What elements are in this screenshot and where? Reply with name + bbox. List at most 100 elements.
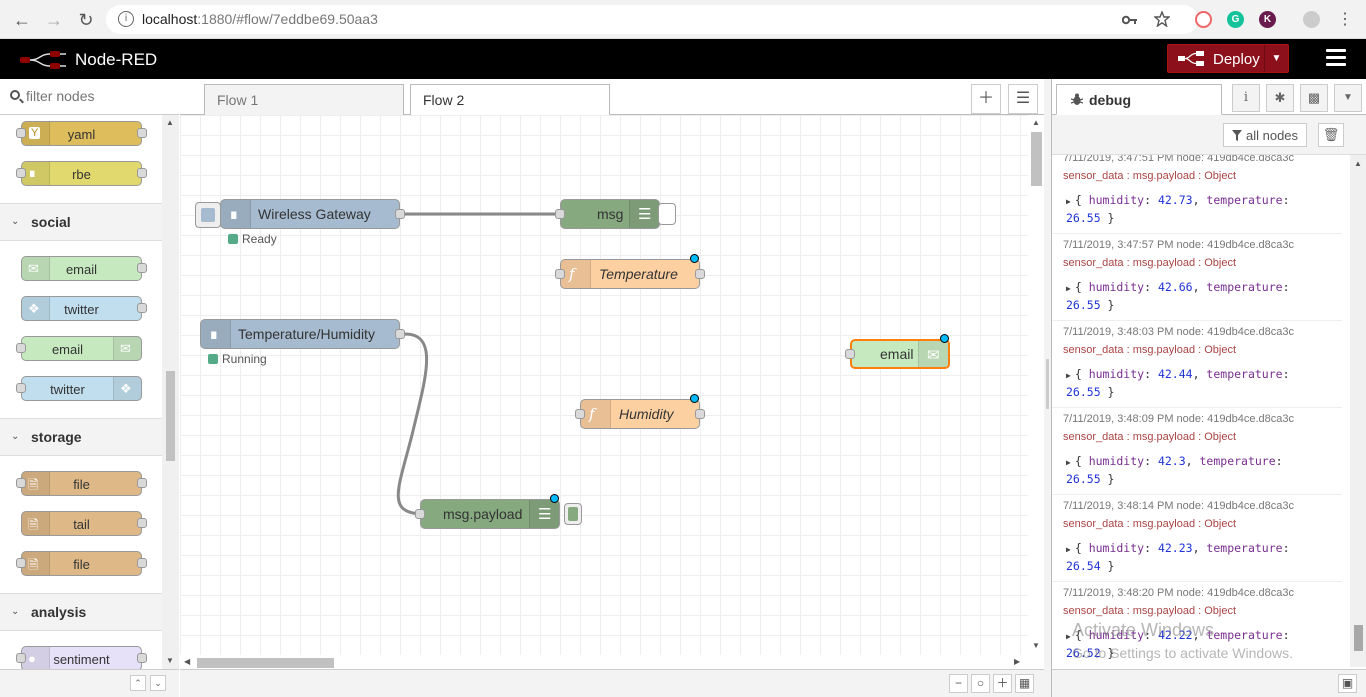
debug-toggle-button[interactable]	[564, 503, 582, 525]
input-port[interactable]	[575, 409, 585, 419]
canvas-horizontal-thumb[interactable]	[197, 658, 334, 668]
extension-k-icon[interactable]: K	[1259, 11, 1276, 28]
wire	[396, 332, 428, 516]
node-email-out[interactable]: email ✉	[850, 339, 950, 369]
scroll-down-icon[interactable]: ▼	[1032, 641, 1040, 650]
main-menu-icon[interactable]	[1326, 49, 1346, 69]
zoom-out-icon[interactable]: −	[949, 674, 968, 693]
debug-message[interactable]: 7/11/2019, 3:48:14 PM node: 419db4ce.d8c…	[1052, 495, 1342, 582]
input-port[interactable]	[845, 349, 855, 359]
inject-button[interactable]	[195, 202, 221, 228]
debug-scroll-thumb[interactable]	[1354, 625, 1363, 651]
node-msg-debug[interactable]: msg ☰	[560, 199, 660, 229]
canvas-vertical-scrollbar[interactable]: ▲ ▼	[1028, 115, 1044, 655]
input-port[interactable]	[555, 269, 565, 279]
message-payload[interactable]: ▶{ humidity: 42.3, temperature:26.55 }	[1066, 454, 1283, 486]
category-storage[interactable]: ⌄ storage	[0, 418, 162, 456]
dashboard-tab-icon[interactable]: ▩	[1300, 84, 1328, 112]
debug-toggle-button[interactable]	[658, 203, 676, 225]
tab-debug[interactable]: debug	[1056, 84, 1222, 115]
back-icon[interactable]: ←	[13, 10, 31, 30]
node-humidity-function[interactable]: f Humidity	[580, 399, 700, 429]
canvas-vertical-thumb[interactable]	[1031, 132, 1042, 186]
debug-message[interactable]: 7/11/2019, 3:47:57 PM node: 419db4ce.d8c…	[1052, 234, 1342, 321]
output-port	[137, 653, 147, 663]
debug-message[interactable]: 7/11/2019, 3:47:51 PM node: 419db4ce.d8c…	[1052, 155, 1342, 234]
palette-node-sentiment[interactable]: ● sentiment	[21, 646, 142, 669]
message-payload[interactable]: ▶{ humidity: 42.66, temperature:26.55 }	[1066, 280, 1290, 312]
debug-message[interactable]: 7/11/2019, 3:48:03 PM node: 419db4ce.d8c…	[1052, 321, 1342, 408]
input-port[interactable]	[555, 209, 565, 219]
debug-message[interactable]: 7/11/2019, 3:48:09 PM node: 419db4ce.d8c…	[1052, 408, 1342, 495]
profile-avatar-icon[interactable]	[1303, 11, 1320, 28]
reload-icon[interactable]: ↻	[78, 10, 94, 30]
sidebar-dropdown-icon[interactable]: ▼	[1334, 84, 1362, 112]
address-bar[interactable]: i localhost:1880/#flow/7eddbe69.50aa3	[106, 5, 1198, 34]
info-icon[interactable]: i	[118, 11, 134, 27]
palette-node-rbe[interactable]: ∎ rbe	[21, 161, 142, 186]
list-flows-icon[interactable]: ☰	[1008, 84, 1038, 114]
scroll-up-icon[interactable]: ▲	[166, 118, 174, 127]
key-icon[interactable]	[1122, 13, 1138, 27]
scroll-down-icon[interactable]: ▼	[166, 656, 174, 665]
zoom-in-icon[interactable]: ＋	[993, 674, 1012, 693]
tab-flow-2[interactable]: Flow 2	[410, 84, 610, 116]
url-text[interactable]: localhost:1880/#flow/7eddbe69.50aa3	[142, 11, 378, 27]
palette-node-twitter-in[interactable]: ❖ twitter	[21, 296, 142, 321]
filter-all-nodes-button[interactable]: all nodes	[1223, 123, 1307, 147]
zoom-reset-icon[interactable]: ○	[971, 674, 990, 693]
navigator-map-icon[interactable]: ▦	[1015, 674, 1034, 693]
message-payload[interactable]: ▶{ humidity: 42.73, temperature:26.55 }	[1066, 193, 1290, 225]
output-port[interactable]	[395, 329, 405, 339]
deploy-dropdown-icon[interactable]: ▼	[1264, 45, 1288, 72]
canvas-horizontal-scrollbar[interactable]: ◀ ▶	[180, 655, 1028, 669]
message-payload[interactable]: ▶{ humidity: 42.22, temperature:26.52 }	[1066, 628, 1290, 660]
filter-nodes-input[interactable]	[26, 88, 166, 104]
node-wireless-gateway[interactable]: ∎ Wireless Gateway	[220, 199, 400, 229]
debug-message[interactable]: 7/11/2019, 3:48:20 PM node: 419db4ce.d8c…	[1052, 582, 1342, 667]
input-port[interactable]	[415, 509, 425, 519]
palette-node-tail[interactable]: 🗎 tail	[21, 511, 142, 536]
sidebar-separator[interactable]	[1044, 79, 1051, 697]
scroll-right-icon[interactable]: ▶	[1014, 657, 1021, 666]
deploy-button[interactable]: Deploy ▼	[1167, 44, 1289, 73]
debug-scrollbar[interactable]: ▲	[1350, 155, 1366, 667]
output-port[interactable]	[695, 269, 705, 279]
palette-scrollbar[interactable]: ▲ ▼	[162, 115, 179, 669]
open-window-icon[interactable]: ▣	[1338, 674, 1357, 693]
extension-red-icon[interactable]	[1195, 11, 1212, 28]
flow-canvas[interactable]: ∎ Wireless Gateway Ready msg ☰ f Tempera…	[180, 115, 1028, 655]
star-icon[interactable]	[1154, 11, 1170, 27]
browser-menu-icon[interactable]: ⋮	[1337, 11, 1353, 28]
message-payload[interactable]: ▶{ humidity: 42.23, temperature:26.54 }	[1066, 541, 1290, 573]
scroll-up-icon[interactable]: ▲	[1354, 159, 1362, 168]
grammarly-icon[interactable]: G	[1227, 11, 1244, 28]
debug-messages[interactable]: 7/11/2019, 3:47:51 PM node: 419db4ce.d8c…	[1052, 155, 1350, 667]
palette-list[interactable]: Y yaml ∎ rbe ⌄ social ✉ email ❖ twitter	[0, 115, 162, 669]
debug-tab-icon[interactable]: ✱	[1266, 84, 1294, 112]
scroll-left-icon[interactable]: ◀	[184, 657, 191, 666]
add-flow-icon[interactable]: ＋	[971, 84, 1001, 114]
palette-node-file-out[interactable]: 🗎 file	[21, 551, 142, 576]
palette-node-yaml[interactable]: Y yaml	[21, 121, 142, 146]
message-payload[interactable]: ▶{ humidity: 42.44, temperature:26.55 }	[1066, 367, 1290, 399]
tab-flow-1[interactable]: Flow 1	[204, 84, 404, 115]
palette-node-file-in[interactable]: 🗎 file	[21, 471, 142, 496]
node-msg-payload-debug[interactable]: msg.payload ☰	[420, 499, 560, 529]
output-port[interactable]	[695, 409, 705, 419]
output-port[interactable]	[395, 209, 405, 219]
info-tab-icon[interactable]: i	[1232, 84, 1260, 112]
scroll-up-icon[interactable]: ▲	[1032, 118, 1040, 127]
palette-node-twitter-out[interactable]: ❖ twitter	[21, 376, 142, 401]
category-analysis[interactable]: ⌄ analysis	[0, 593, 162, 631]
node-temperature-function[interactable]: f Temperature	[560, 259, 700, 289]
expand-all-icon[interactable]: ⌄	[150, 675, 166, 691]
clear-messages-icon[interactable]: 🗑	[1318, 123, 1344, 147]
palette-scroll-thumb[interactable]	[166, 371, 175, 461]
forward-icon[interactable]: →	[45, 10, 63, 30]
palette-node-email-in[interactable]: ✉ email	[21, 256, 142, 281]
collapse-all-icon[interactable]: ⌃	[130, 675, 146, 691]
node-temperature-humidity[interactable]: ∎ Temperature/Humidity	[200, 319, 400, 349]
palette-node-email-out[interactable]: ✉ email	[21, 336, 142, 361]
category-social[interactable]: ⌄ social	[0, 203, 162, 241]
